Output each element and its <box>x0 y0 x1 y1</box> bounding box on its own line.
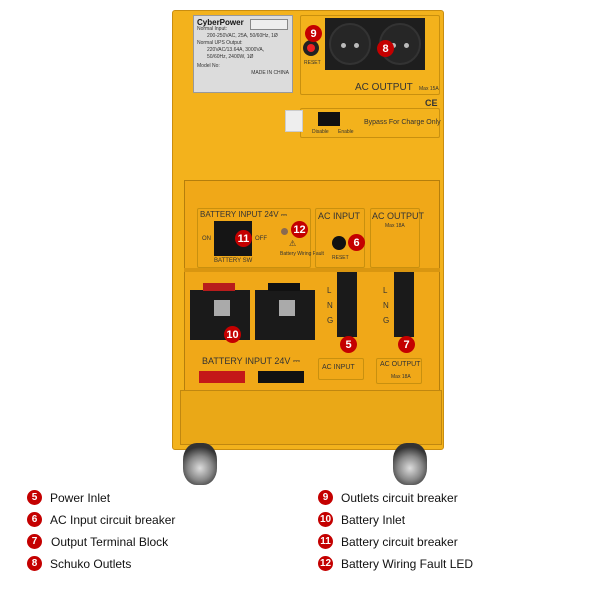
ac-input-title: AC INPUT <box>318 211 361 221</box>
legend-badge: 6 <box>27 512 42 527</box>
schuko-outlets[interactable] <box>325 18 425 70</box>
terminal-n: N <box>327 301 333 310</box>
base-skirt <box>180 390 442 445</box>
ac-output-max: Max 15A <box>419 86 439 92</box>
legend-badge: 9 <box>318 490 333 505</box>
marker-6: 6 <box>348 234 365 251</box>
on-label: ON <box>202 236 211 242</box>
marker-7: 7 <box>398 336 415 353</box>
caster-wheel-right <box>393 443 427 485</box>
label-line: Model No: <box>197 63 220 69</box>
marker-9: 9 <box>305 25 322 42</box>
label-line: 50/60Hz, 2400W, 1Ø <box>207 54 254 60</box>
legend-badge: 8 <box>27 556 42 571</box>
positive-cover <box>203 283 235 291</box>
switch-enable-label: Enable <box>338 129 354 135</box>
ac-output-max: Max 18A <box>385 223 405 229</box>
outlet-panel <box>300 15 440 95</box>
off-label: OFF <box>255 236 267 242</box>
label-line: 200-250VAC, 25A, 50/60Hz, 1Ø <box>207 33 278 39</box>
ac-output-section-title: AC OUTPUT <box>372 211 425 221</box>
legend-item: Battery circuit breaker <box>341 535 458 549</box>
divider <box>184 268 440 272</box>
legend-item: Battery Inlet <box>341 513 406 527</box>
bypass-switch[interactable] <box>318 112 340 126</box>
ac-output-bottom-label: AC OUTPUT <box>380 361 421 368</box>
legend-badge: 7 <box>27 534 42 549</box>
marker-10: 10 <box>224 326 241 343</box>
reset-label: RESET <box>304 60 321 66</box>
terminal-g: G <box>383 316 390 325</box>
terminal-bolt <box>214 300 230 316</box>
ac-output-bottom-box <box>376 358 422 384</box>
warning-icon: ⚠ <box>289 239 297 248</box>
model-box <box>250 19 288 30</box>
legend-item: Battery Wiring Fault LED <box>341 557 474 571</box>
bypass-label: Bypass For Charge Only <box>364 119 441 126</box>
caster-wheel-left <box>183 443 217 485</box>
legend-item: Outlets circuit breaker <box>341 491 458 505</box>
label-line: 220VAC/13.64A, 3000VA, <box>207 47 265 53</box>
ac-input-section <box>315 208 365 268</box>
ac-output-bottom-max: Max 18A <box>391 374 411 380</box>
ac-input-breaker[interactable] <box>332 236 346 250</box>
legend-item: Power Inlet <box>50 491 111 505</box>
battery-section <box>197 208 311 268</box>
made-in: MADE IN CHINA <box>251 70 289 76</box>
output-terminal-block[interactable] <box>394 272 414 337</box>
terminal-bolt <box>279 300 295 316</box>
switch-disable-label: Disable <box>312 129 329 135</box>
negative-cover <box>268 283 300 291</box>
battery-sw-label: BATTERY SW <box>214 258 253 264</box>
outlets-breaker[interactable] <box>303 40 319 56</box>
legend-item: AC Input circuit breaker <box>50 513 176 527</box>
positive-strip <box>199 371 245 383</box>
ac-output-title: AC OUTPUT <box>355 82 413 93</box>
fault-label: Battery Wiring Fault <box>280 251 324 257</box>
rating-label: CyberPower Normal Input: 200-250VAC, 25A… <box>193 15 293 93</box>
input-terminal-block[interactable] <box>337 272 357 337</box>
terminal-g: G <box>327 316 334 325</box>
label-line: Normal Input: <box>197 26 228 32</box>
battery-input-label: BATTERY INPUT 24V ⎓ <box>202 356 301 366</box>
legend-badge: 12 <box>318 556 333 571</box>
outlet-socket[interactable] <box>329 23 371 65</box>
legend-badge: 5 <box>27 490 42 505</box>
terminal-n: N <box>383 301 389 310</box>
legend-badge: 10 <box>318 512 333 527</box>
reset-label: RESET <box>332 255 349 261</box>
label-line: Normal UPS Output: <box>197 40 243 46</box>
negative-strip <box>258 371 304 383</box>
marker-5: 5 <box>340 336 357 353</box>
ce-mark: CE <box>425 98 438 108</box>
fault-led <box>281 228 288 235</box>
legend-badge: 11 <box>318 534 333 549</box>
ac-output-section <box>370 208 420 268</box>
legend-item: Schuko Outlets <box>50 557 132 571</box>
brand-logo: CyberPower <box>197 18 244 27</box>
terminal-l: L <box>327 286 332 295</box>
legend-item: Output Terminal Block <box>51 535 169 549</box>
marker-8: 8 <box>377 40 394 57</box>
terminal-l: L <box>383 286 388 295</box>
marker-12: 12 <box>291 221 308 238</box>
switch-cover <box>285 110 303 132</box>
ac-input-bottom-label: AC INPUT <box>318 358 364 380</box>
battery-section-title: BATTERY INPUT 24V ⎓ <box>200 210 288 219</box>
marker-11: 11 <box>235 230 252 247</box>
